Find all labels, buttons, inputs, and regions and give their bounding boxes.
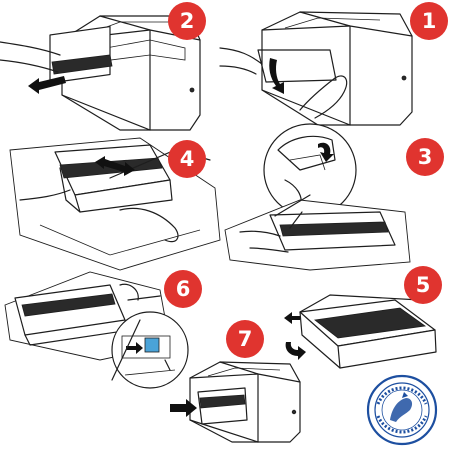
step-badge-7: 7	[226, 320, 264, 358]
panel-1-open-front-cover	[219, 11, 413, 126]
step-badge-6: 6	[164, 270, 202, 308]
store-seal-logo	[366, 374, 438, 446]
panel-7-reinstall-and-close	[170, 361, 301, 443]
panel-6-install-toner-into-drum	[4, 271, 189, 389]
step-badge-3: 3	[406, 138, 444, 176]
step-badge-5: 5	[404, 266, 442, 304]
step-badge-1: 1	[410, 2, 448, 40]
step-badge-2: 2	[168, 2, 206, 40]
panel-5-remove-old-toner	[284, 294, 437, 369]
panel-4-shake-toner	[9, 137, 221, 271]
step-badge-4: 4	[168, 140, 206, 178]
panel-3-push-lock-lever	[224, 123, 411, 271]
panel-2-remove-drum	[0, 15, 201, 131]
